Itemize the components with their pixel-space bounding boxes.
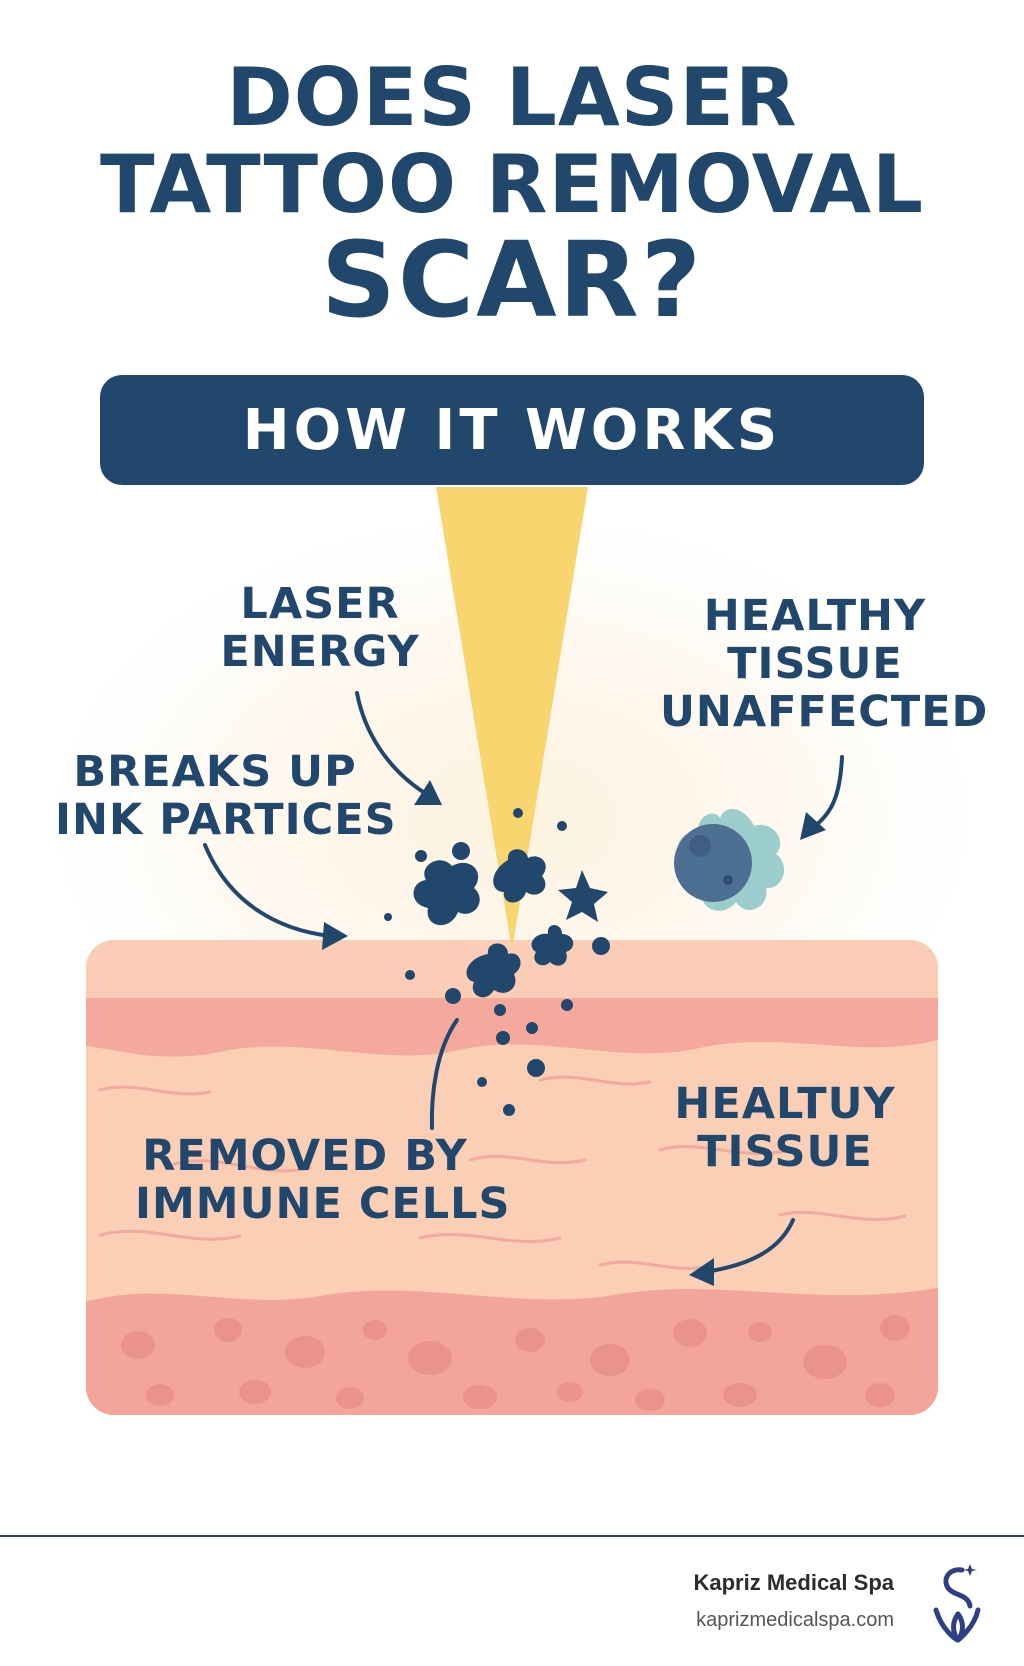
label-laser-energy-line-1: LASER (240, 579, 400, 629)
ink-blob-lower (466, 943, 521, 998)
cell-nucleus (674, 824, 752, 902)
arrowheads (322, 780, 826, 1286)
brand-name: Kapriz Medical Spa (693, 1570, 894, 1595)
label-breaks-up-line-1: BREAKS UP (73, 747, 357, 797)
label-healthy-line-3: UNAFFECTED (660, 687, 989, 737)
brand-logo (933, 1564, 981, 1643)
laser-beam (436, 487, 588, 950)
how-it-works-banner: HOW IT WORKS (100, 375, 924, 485)
healthy-cell (674, 808, 785, 911)
ink-particles (384, 808, 610, 1116)
arrow-breaks-up (203, 843, 332, 938)
label-healthy-tissue-unaffected: HEALTHY TISSUE UNAFFECTED (660, 591, 989, 737)
label-breaks-up-ink: BREAKS UP INK PARTICES (55, 747, 397, 845)
skin-cross-section (86, 940, 938, 1415)
dermis-layer (86, 1040, 938, 1300)
arrow-healtuy (703, 1218, 795, 1274)
label-healtuy-tissue: HEALTUY TISSUE (670, 1080, 900, 1176)
label-removed-by-line-2: IMMUNE CELLS (135, 1179, 511, 1229)
title-line-3: SCAR? (320, 219, 704, 341)
ink-blob-right (531, 925, 574, 966)
subcutaneous-layer (86, 1288, 938, 1415)
label-breaks-up-line-2: INK PARTICES (55, 795, 397, 845)
fat-cells (121, 1315, 910, 1411)
arrows (203, 691, 844, 1274)
label-healthy-line-1: HEALTHY (703, 591, 927, 641)
arrow-removed-by (429, 1018, 459, 1130)
ink-blob-large (413, 860, 480, 926)
banner-label: HOW IT WORKS (242, 397, 782, 463)
label-laser-energy: LASER ENERGY (215, 580, 425, 676)
epidermis-band (86, 998, 938, 1057)
label-removed-by-immune: REMOVED BY IMMUNE CELLS (135, 1131, 511, 1229)
footer-divider (0, 1535, 1024, 1537)
ink-blob-center (493, 849, 546, 903)
label-healthy-line-2: TISSUE (727, 639, 903, 689)
dermis-wave-lines (98, 1075, 907, 1270)
arrow-laser-energy (355, 691, 430, 797)
brand-url[interactable]: kaprizmedicalspa.com (696, 1609, 894, 1631)
label-laser-energy-line-2: ENERGY (220, 627, 420, 677)
label-healtuy-line-2: TISSUE (697, 1127, 873, 1177)
label-healtuy-line-1: HEALTUY (674, 1079, 896, 1129)
label-removed-by-line-1: REMOVED BY (142, 1131, 468, 1181)
title-line-1: DOES LASER (226, 51, 798, 144)
title-line-2: TATTOO REMOVAL (100, 138, 924, 231)
ink-blob-star (558, 870, 608, 922)
